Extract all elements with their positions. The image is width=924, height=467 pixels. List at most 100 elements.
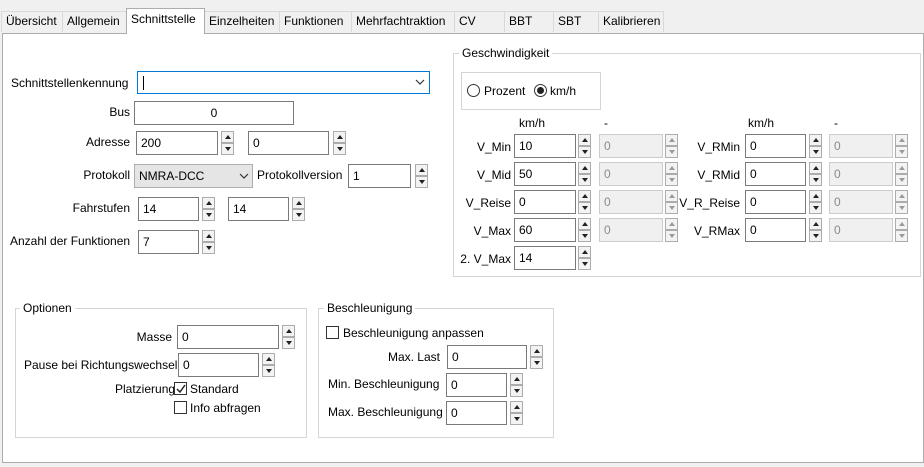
chevron-down-icon	[239, 173, 249, 179]
v-rmid-input[interactable]: 0	[745, 162, 806, 186]
check-icon	[176, 384, 186, 394]
funktionen-label: Anzahl der Funktionen	[10, 234, 131, 248]
v-rmin-spinner[interactable]	[809, 134, 822, 158]
fahrstufen-spinner-2[interactable]	[292, 197, 305, 221]
unit-radio-box	[461, 72, 601, 110]
fahrstufen-input-2[interactable]: 14	[228, 197, 289, 221]
v-max-2-spinner[interactable]	[578, 246, 591, 270]
col-header-r-kmh: km/h	[748, 116, 775, 130]
v-r-reise-label: V_R_Reise	[679, 196, 740, 210]
v-rmax-input[interactable]: 0	[745, 218, 806, 242]
v-reise-alt-spinner	[665, 190, 678, 214]
masse-input[interactable]: 0	[177, 325, 279, 349]
max-beschleunigung-spinner[interactable]	[510, 401, 523, 425]
tab-kalibrieren[interactable]: Kalibrieren	[598, 11, 664, 32]
optionen-group	[15, 308, 307, 438]
bus-label: Bus	[109, 105, 130, 119]
v-max-2-label: 2. V_Max	[460, 252, 511, 266]
protokoll-label: Protokoll	[83, 168, 130, 182]
kmh-label: km/h	[550, 84, 577, 98]
funktionen-input[interactable]: 7	[138, 230, 199, 254]
masse-spinner[interactable]	[282, 325, 295, 349]
v-max-input[interactable]: 60	[514, 218, 576, 242]
v-min-alt-input: 0	[599, 134, 663, 158]
adresse-spinner-2[interactable]	[333, 131, 346, 155]
chevron-down-icon	[415, 79, 425, 85]
prozent-label: Prozent	[484, 84, 526, 98]
tab-uebersicht[interactable]: Übersicht	[1, 11, 63, 32]
v-rmid-alt-spinner	[895, 162, 908, 186]
kmh-radio[interactable]	[534, 84, 547, 97]
v-max-spinner[interactable]	[578, 218, 591, 242]
col-header-kmh: km/h	[519, 116, 546, 130]
v-reise-input[interactable]: 0	[514, 190, 576, 214]
prozent-radio[interactable]	[467, 84, 480, 97]
anpassen-checkbox[interactable]	[326, 326, 339, 339]
fahrstufen-input-1[interactable]: 14	[138, 197, 199, 221]
min-beschleunigung-label: Min. Beschleunigung	[328, 377, 440, 391]
protokollversion-spinner[interactable]	[415, 164, 428, 188]
protokollversion-input[interactable]: 1	[348, 164, 411, 188]
fahrstufen-label: Fahrstufen	[72, 201, 130, 215]
v-rmin-label: V_RMin	[697, 140, 740, 154]
standard-label: Standard	[190, 382, 239, 396]
platzierung-label: Platzierung	[115, 382, 176, 396]
tab-sbt[interactable]: SBT	[553, 11, 599, 32]
maxlast-input[interactable]: 0	[447, 345, 527, 369]
protokoll-select[interactable]: NMRA-DCC	[134, 164, 253, 188]
v-r-reise-spinner[interactable]	[809, 190, 822, 214]
v-rmid-spinner[interactable]	[809, 162, 822, 186]
adresse-input-2[interactable]: 0	[248, 131, 329, 155]
kennung-combobox[interactable]	[137, 71, 430, 94]
v-min-alt-spinner	[665, 134, 678, 158]
tab-einzelheiten[interactable]: Einzelheiten	[204, 11, 280, 32]
pause-spinner[interactable]	[262, 353, 275, 377]
maxlast-label: Max. Last	[387, 350, 440, 364]
v-max-2-input[interactable]: 14	[514, 246, 576, 270]
tab-schnittstelle[interactable]: Schnittstelle	[126, 8, 205, 34]
adresse-label: Adresse	[85, 135, 130, 149]
v-min-spinner[interactable]	[578, 134, 591, 158]
maxlast-spinner[interactable]	[530, 345, 543, 369]
min-beschleunigung-spinner[interactable]	[510, 373, 523, 397]
adresse-input-1[interactable]: 200	[136, 131, 218, 155]
kennung-label: Schnittstellenkennung	[11, 76, 129, 90]
v-min-label: V_Min	[476, 140, 511, 154]
v-mid-input[interactable]: 50	[514, 162, 576, 186]
tab-cv[interactable]: CV	[454, 11, 505, 32]
optionen-title: Optionen	[20, 301, 75, 315]
v-rmin-input[interactable]: 0	[745, 134, 806, 158]
col-header-r-dash: -	[834, 116, 838, 130]
v-rmax-spinner[interactable]	[809, 218, 822, 242]
v-rmin-alt-input: 0	[829, 134, 893, 158]
fahrstufen-spinner-1[interactable]	[202, 197, 215, 221]
v-rmin-alt-spinner	[895, 134, 908, 158]
adresse-spinner-1[interactable]	[221, 131, 234, 155]
col-header-dash: -	[604, 116, 608, 130]
v-r-reise-input[interactable]: 0	[745, 190, 806, 214]
funktionen-spinner[interactable]	[202, 230, 215, 254]
v-rmid-label: V_RMid	[697, 168, 740, 182]
v-mid-alt-spinner	[665, 162, 678, 186]
v-min-input[interactable]: 10	[514, 134, 576, 158]
max-beschleunigung-input[interactable]: 0	[446, 401, 507, 425]
standard-checkbox[interactable]	[174, 382, 187, 395]
tab-allgemein[interactable]: Allgemein	[62, 11, 127, 32]
tab-mehrfachtraktion[interactable]: Mehrfachtraktion	[351, 11, 455, 32]
v-mid-spinner[interactable]	[578, 162, 591, 186]
geschwindigkeit-group	[453, 53, 921, 277]
info-checkbox[interactable]	[174, 401, 187, 414]
v-rmax-alt-input: 0	[829, 218, 893, 242]
tab-bbt[interactable]: BBT	[504, 11, 554, 32]
bus-input[interactable]: 0	[134, 101, 294, 125]
max-beschleunigung-label: Max. Beschleunigung	[328, 405, 443, 419]
beschleunigung-group	[318, 308, 554, 438]
v-rmax-alt-spinner	[895, 218, 908, 242]
min-beschleunigung-input[interactable]: 0	[446, 373, 507, 397]
pause-input[interactable]: 0	[178, 353, 259, 377]
masse-label: Masse	[136, 330, 172, 344]
tab-funktionen[interactable]: Funktionen	[279, 11, 352, 32]
tab-strip: Übersicht Allgemein Einzelheiten Funktio…	[0, 0, 924, 34]
v-reise-spinner[interactable]	[578, 190, 591, 214]
info-label: Info abfragen	[190, 401, 261, 415]
